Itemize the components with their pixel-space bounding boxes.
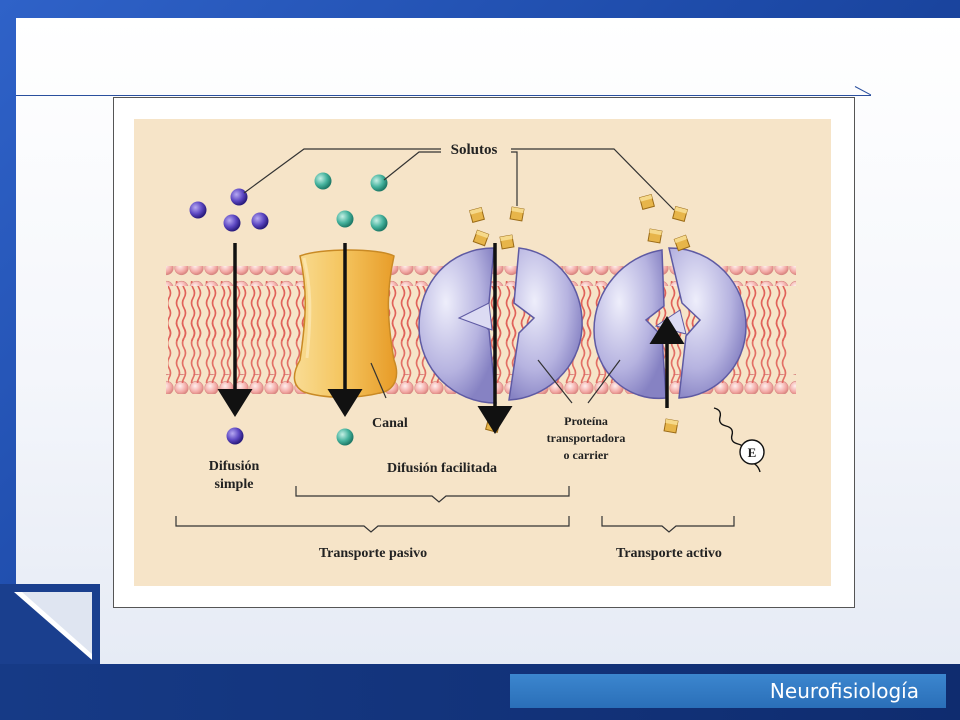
solute-leader-lines [243,148,675,404]
facilitated-bracket [295,486,570,503]
carrier-label-line2: transportadora [547,431,626,445]
carrier-protein-facilitated [418,247,583,404]
carrier-label-line3: o carrier [564,448,610,462]
active-bracket [601,516,735,533]
title-divider [16,95,871,96]
transport-arrows [217,243,685,434]
energy-circle [739,439,765,465]
transport-diagram: Solutos Canal Proteína transportadora o … [113,97,855,608]
active-transport-label: Transporte activo [616,546,722,561]
carrier-label-line1: Proteína [564,414,608,428]
solutes-label: Solutos [451,142,498,158]
corner-decoration [0,584,100,666]
energy-symbol: E [748,445,757,460]
facilitated-diffusion-label: Difusión facilitada [387,461,497,476]
simple-diffusion-label-line2: simple [215,477,254,492]
footer-title: Neurofisiología [510,674,946,708]
passive-bracket [175,516,570,533]
passive-transport-label: Transporte pasivo [319,546,427,561]
teal-solutes [314,172,388,446]
purple-solutes [189,188,269,445]
diagram-svg: Solutos Canal Proteína transportadora o … [134,119,831,586]
simple-diffusion-label-line1: Difusión [209,459,260,474]
channel-label: Canal [372,416,408,431]
